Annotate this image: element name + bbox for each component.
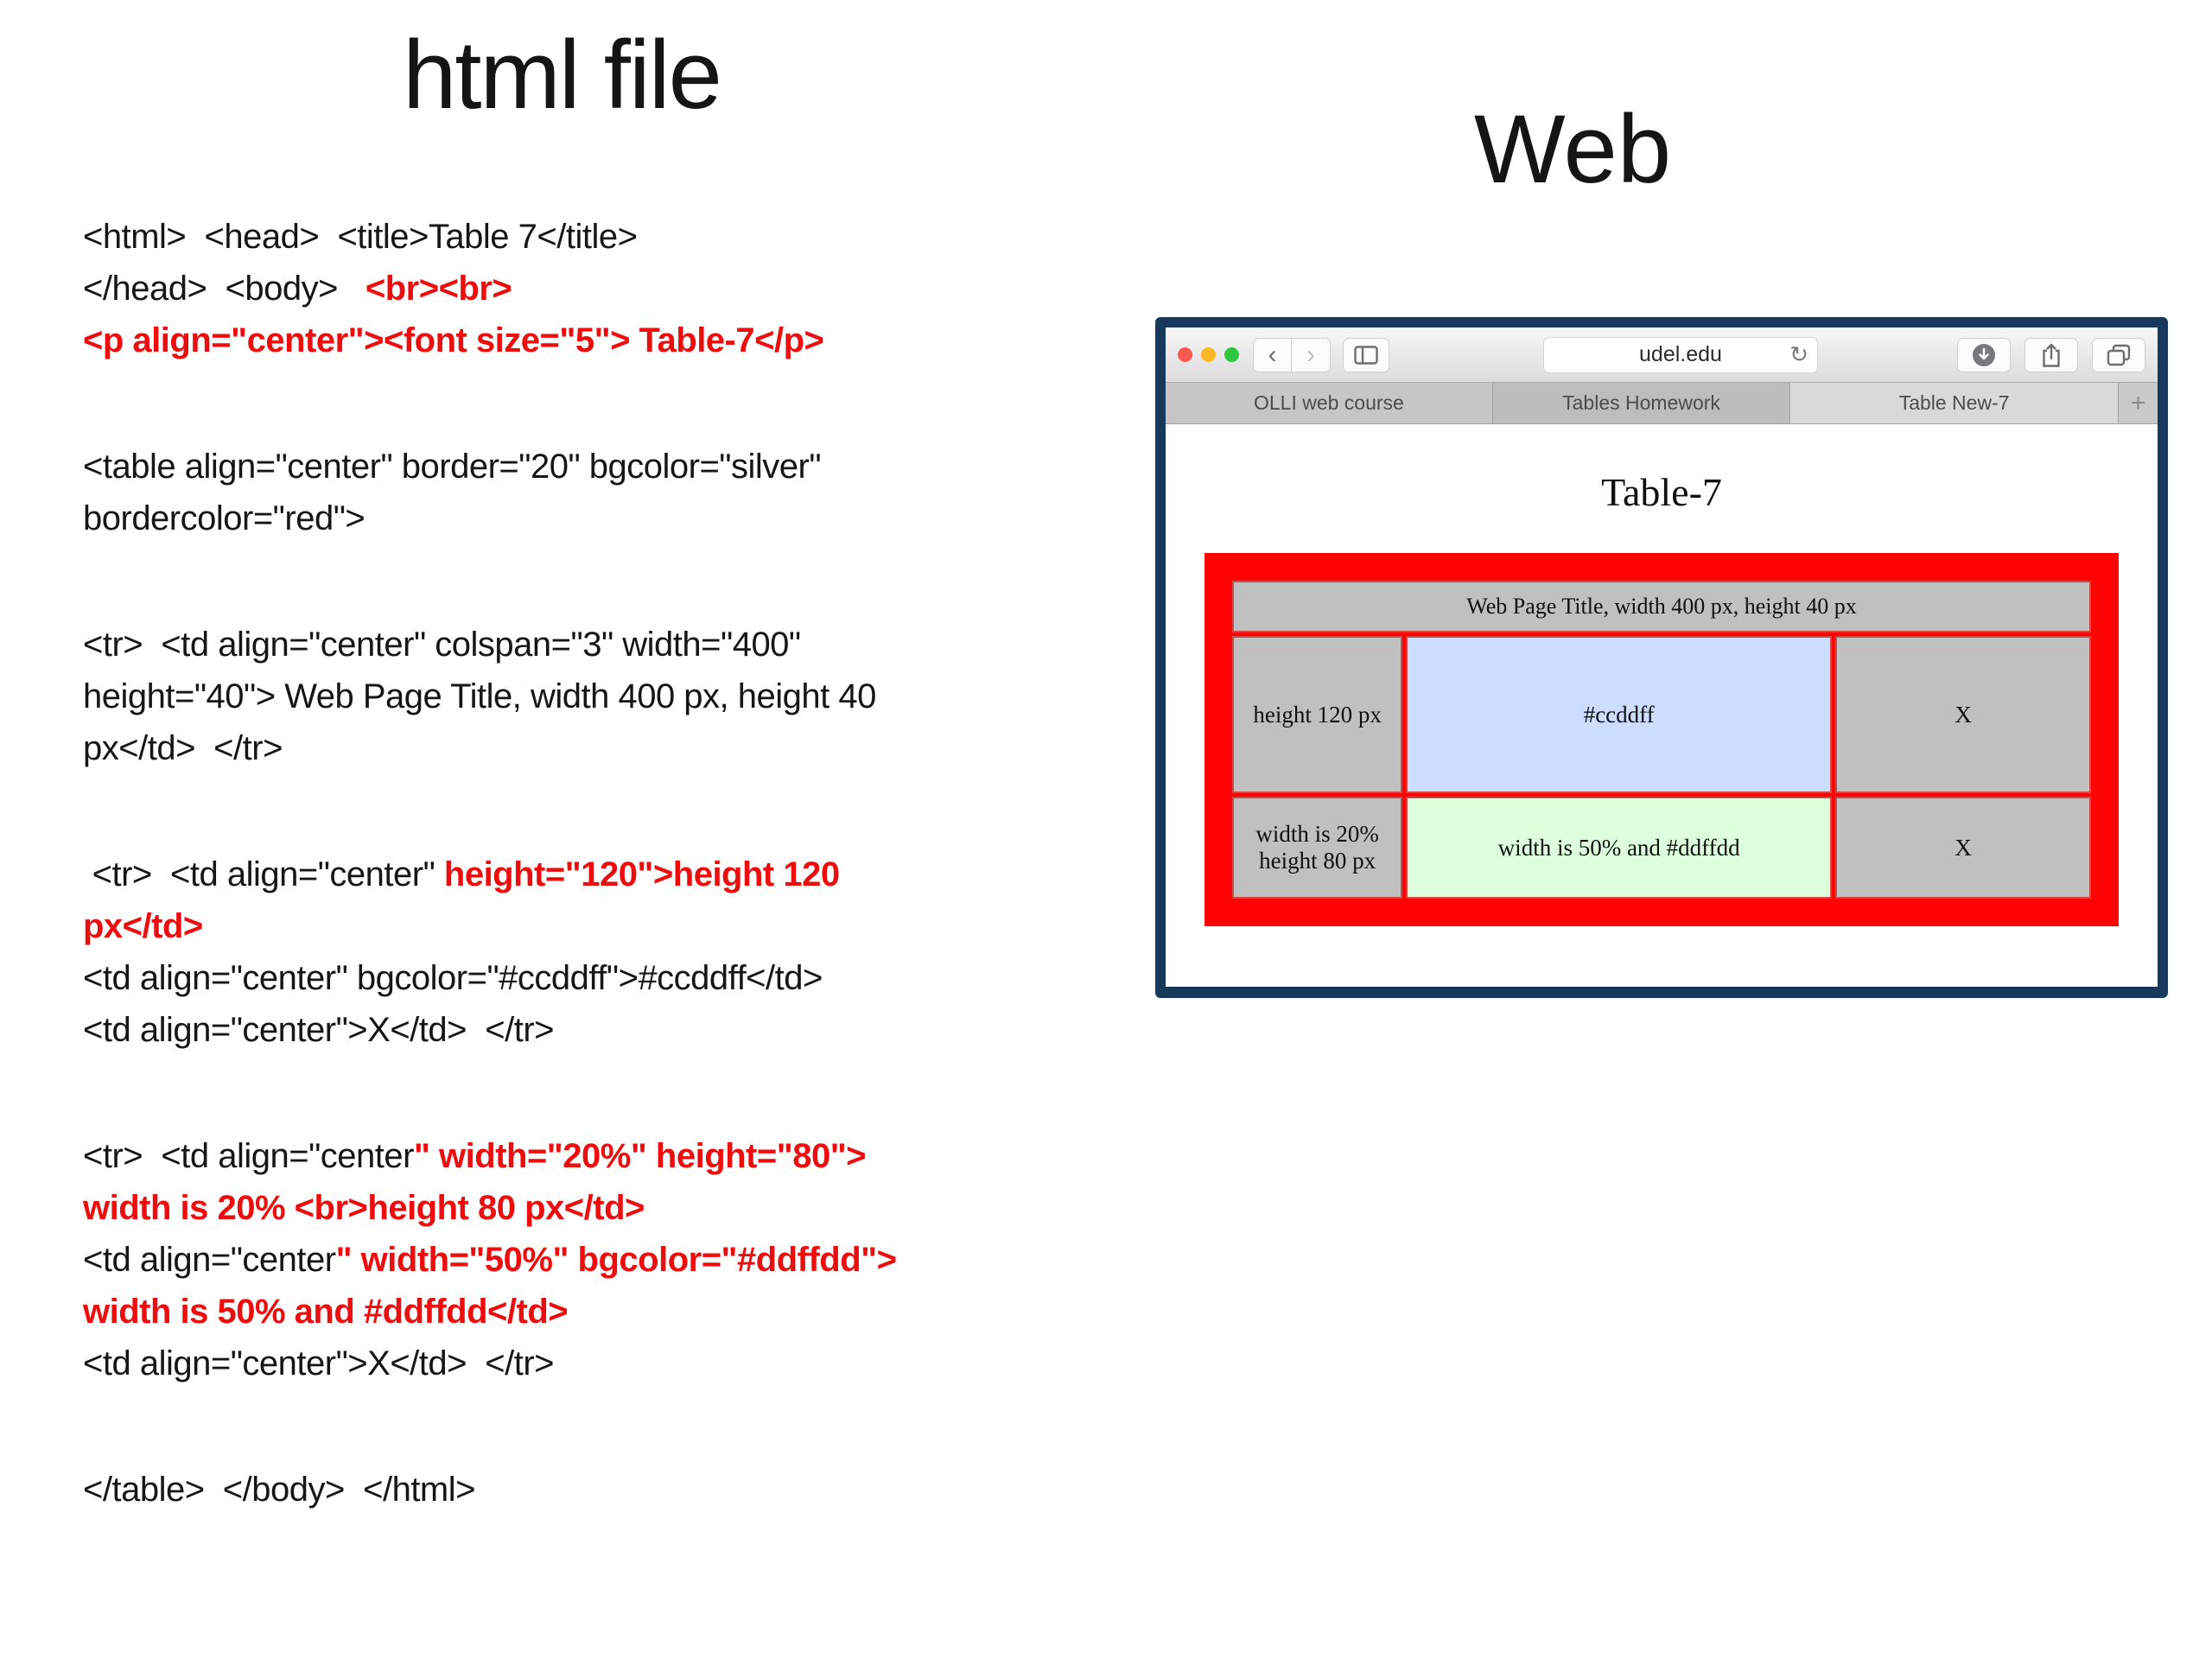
code-paragraph: <tr> <td align="center" colspan="3" widt… bbox=[83, 619, 1154, 774]
code-line: bordercolor="red"> bbox=[83, 493, 1154, 544]
table-cell-ccddff: #ccddff bbox=[1406, 636, 1833, 793]
new-tab-button[interactable]: + bbox=[2118, 383, 2158, 423]
forward-icon: › bbox=[1306, 340, 1315, 369]
rendered-table-frame: Web Page Title, width 400 px, height 40 … bbox=[1205, 553, 2119, 926]
code-text-red: <p align="center"><font size="5"> Table-… bbox=[83, 321, 824, 359]
left-column-title: html file bbox=[403, 21, 722, 129]
refresh-icon[interactable]: ↻ bbox=[1789, 340, 1808, 367]
share-icon bbox=[2043, 343, 2060, 367]
fullscreen-window-button[interactable] bbox=[1224, 347, 1239, 362]
code-line: <html> <head> <title>Table 7</title> bbox=[83, 211, 1154, 263]
rendered-table: Web Page Title, width 400 px, height 40 … bbox=[1229, 577, 2094, 902]
table-row: height 120 px #ccddff X bbox=[1232, 636, 2091, 793]
right-column-title: Web bbox=[1473, 95, 1672, 203]
code-line: <table align="center" border="20" bgcolo… bbox=[83, 441, 1154, 493]
code-text-red: px</td> bbox=[83, 907, 203, 945]
table-header-cell: Web Page Title, width 400 px, height 40 … bbox=[1232, 581, 2091, 632]
code-text: <tr> <td align="center" bbox=[83, 855, 444, 893]
tab-label: Tables Homework bbox=[1562, 391, 1720, 414]
window-controls bbox=[1178, 347, 1239, 362]
code-text: <tr> <td align="center bbox=[83, 1137, 414, 1175]
downloads-button[interactable] bbox=[1957, 337, 2011, 372]
url-text: udel.edu bbox=[1639, 342, 1722, 366]
code-text-red: " width="50%" bgcolor="#ddffdd"> bbox=[335, 1241, 897, 1279]
table-cell-x: X bbox=[1835, 636, 2091, 793]
tab-overview-icon bbox=[2107, 344, 2131, 365]
tab-label: Table New-7 bbox=[1898, 391, 2010, 414]
code-text: <td align="center" bgcolor="#ccddff">#cc… bbox=[83, 959, 823, 997]
page-heading: Table-7 bbox=[1601, 470, 1722, 514]
code-line: </head> <body> <br><br> bbox=[83, 263, 1154, 315]
forward-button[interactable]: › bbox=[1292, 337, 1331, 372]
code-line: </table> </body> </html> bbox=[83, 1464, 1154, 1516]
code-text: <td align="center">X</td> </tr> bbox=[83, 1011, 555, 1049]
table-cell-x: X bbox=[1835, 797, 2091, 899]
code-line: <td align="center">X</td> </tr> bbox=[83, 1338, 1154, 1389]
tab-tables-homework[interactable]: Tables Homework bbox=[1492, 383, 1791, 423]
code-text: <table align="center" border="20" bgcolo… bbox=[83, 448, 822, 486]
code-text: </table> </body> </html> bbox=[83, 1471, 476, 1509]
code-text: <td align="center">X</td> </tr> bbox=[83, 1344, 555, 1382]
code-text-red: height="120">height 120 bbox=[443, 855, 840, 893]
tab-bar: OLLI web course Tables Homework Table Ne… bbox=[1166, 383, 2158, 424]
tab-olli-web-course[interactable]: OLLI web course bbox=[1166, 383, 1493, 423]
code-paragraph: </table> </body> </html> bbox=[83, 1464, 1154, 1516]
toolbar-right-buttons bbox=[1957, 337, 2145, 372]
close-window-button[interactable] bbox=[1178, 347, 1192, 362]
table-row: width is 20% height 80 px width is 50% a… bbox=[1232, 797, 2091, 899]
web-page-content: Table-7 Web Page Title, width 400 px, he… bbox=[1166, 424, 2158, 987]
code-line: <td align="center" bgcolor="#ccddff">#cc… bbox=[83, 952, 1154, 1004]
code-line: px</td> bbox=[83, 900, 1154, 952]
code-block: <html> <head> <title>Table 7</title> </h… bbox=[83, 211, 1154, 1590]
address-bar[interactable]: udel.edu ↻ bbox=[1543, 336, 1818, 373]
code-text-red: width is 20% <br>height 80 px</td> bbox=[83, 1189, 645, 1227]
code-line: <tr> <td align="center" colspan="3" widt… bbox=[83, 619, 1154, 671]
tab-table-new-7-active[interactable]: Table New-7 bbox=[1790, 383, 2118, 423]
code-paragraph: <tr> <td align="center" height="120">hei… bbox=[83, 849, 1154, 1056]
download-icon bbox=[1973, 343, 1995, 366]
code-text: <html> <head> <title>Table 7</title> bbox=[83, 218, 638, 256]
table-cell-height-120: height 120 px bbox=[1232, 636, 1403, 793]
code-line: <td align="center">X</td> </tr> bbox=[83, 1004, 1154, 1056]
code-line: <tr> <td align="center" width="20%" heig… bbox=[83, 1130, 1154, 1182]
browser-toolbar: ‹ › udel.edu ↻ bbox=[1166, 327, 2158, 383]
code-text: <tr> <td align="center" colspan="3" widt… bbox=[83, 626, 801, 664]
code-line: height="40"> Web Page Title, width 400 p… bbox=[83, 671, 1154, 722]
back-icon: ‹ bbox=[1268, 340, 1277, 369]
browser-window: ‹ › udel.edu ↻ bbox=[1155, 317, 2168, 998]
minimize-window-button[interactable] bbox=[1201, 347, 1216, 362]
code-line: <p align="center"><font size="5"> Table-… bbox=[83, 315, 1154, 366]
tab-label: OLLI web course bbox=[1253, 391, 1404, 414]
code-line: width is 20% <br>height 80 px</td> bbox=[83, 1182, 1154, 1234]
code-paragraph: <tr> <td align="center" width="20%" heig… bbox=[83, 1130, 1154, 1389]
code-text: bordercolor="red"> bbox=[83, 499, 365, 537]
tab-overview-button[interactable] bbox=[2092, 337, 2145, 372]
cell-line: width is 20% bbox=[1255, 821, 1379, 847]
table-cell-ddffdd: width is 50% and #ddffdd bbox=[1406, 797, 1833, 899]
plus-icon: + bbox=[2130, 388, 2146, 417]
table-cell-width-20: width is 20% height 80 px bbox=[1232, 797, 1403, 899]
cell-line: height 80 px bbox=[1259, 848, 1376, 874]
code-text-red: width is 50% and #ddffdd</td> bbox=[83, 1293, 569, 1331]
share-button[interactable] bbox=[2024, 337, 2078, 372]
code-paragraph: <table align="center" border="20" bgcolo… bbox=[83, 441, 1154, 544]
code-text: height="40"> Web Page Title, width 400 p… bbox=[83, 677, 876, 715]
back-button[interactable]: ‹ bbox=[1253, 337, 1292, 372]
code-text-red: " width="20%" height="80"> bbox=[413, 1137, 867, 1175]
code-paragraph: <html> <head> <title>Table 7</title> </h… bbox=[83, 211, 1154, 366]
code-line: <td align="center" width="50%" bgcolor="… bbox=[83, 1234, 1154, 1286]
code-text: </head> <body> bbox=[83, 270, 365, 308]
code-line: px</td> </tr> bbox=[83, 722, 1154, 774]
sidebar-toggle-button[interactable] bbox=[1343, 337, 1389, 372]
code-line: width is 50% and #ddffdd</td> bbox=[83, 1286, 1154, 1338]
code-line: <tr> <td align="center" height="120">hei… bbox=[83, 849, 1154, 900]
sidebar-icon bbox=[1354, 345, 1378, 365]
code-text: px</td> </tr> bbox=[83, 729, 283, 767]
nav-buttons: ‹ › bbox=[1253, 337, 1331, 372]
code-text-red: <br><br> bbox=[365, 270, 512, 308]
code-text: <td align="center bbox=[83, 1241, 336, 1279]
table-row: Web Page Title, width 400 px, height 40 … bbox=[1232, 581, 2091, 632]
